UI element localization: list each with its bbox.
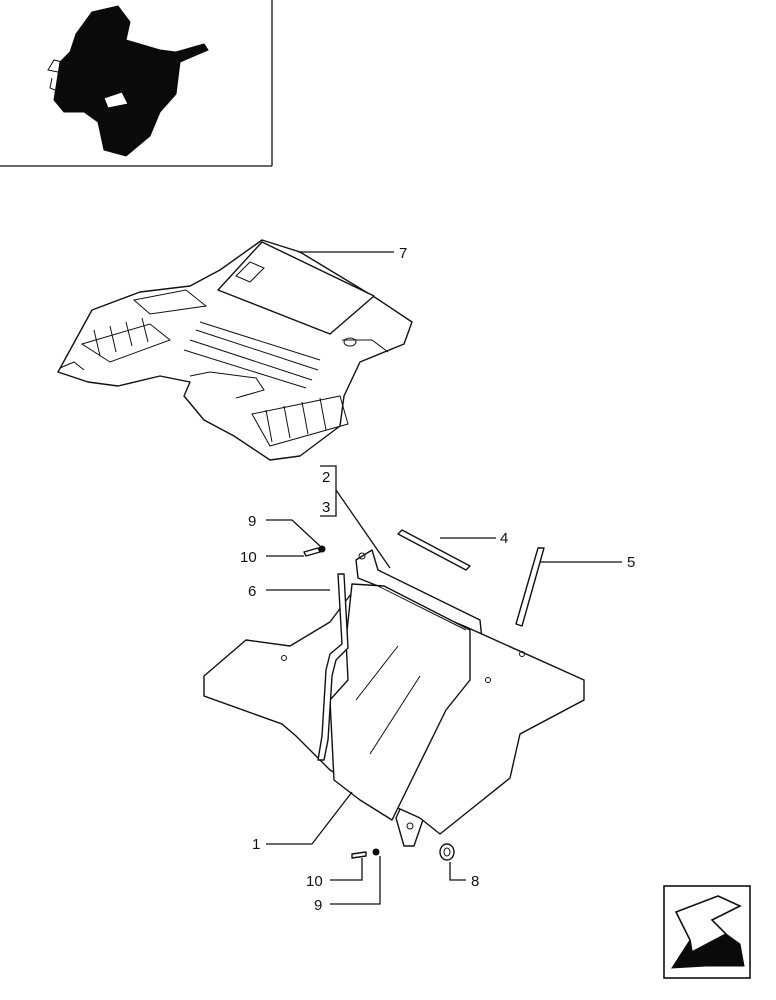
floor-mat-part	[57, 239, 413, 461]
leader-lines	[266, 251, 622, 905]
callout-9-top: 9	[248, 513, 256, 530]
tractor-cab-silhouette-icon	[47, 5, 209, 157]
glass-panel-part	[329, 583, 471, 821]
callout-2: 2	[322, 469, 330, 486]
callout-6: 6	[248, 583, 256, 600]
grommet-part	[439, 843, 455, 861]
screw-bottom-part	[351, 848, 380, 859]
callout-9-bottom: 9	[314, 897, 322, 914]
callout-3: 3	[322, 499, 330, 516]
callout-4: 4	[500, 530, 508, 547]
screw-top-part	[303, 545, 326, 557]
callout-10-bottom: 10	[306, 873, 323, 890]
top-rail-part	[397, 529, 471, 571]
callout-8: 8	[471, 873, 479, 890]
next-page-arrow-icon[interactable]	[663, 885, 751, 979]
side-strip-part	[515, 547, 545, 627]
callout-5: 5	[627, 554, 635, 571]
thumbnail-frame	[0, 0, 273, 167]
callout-1: 1	[252, 836, 260, 853]
seal-strip-part	[317, 573, 349, 761]
callout-7: 7	[399, 245, 407, 262]
callout-10-top: 10	[240, 549, 257, 566]
